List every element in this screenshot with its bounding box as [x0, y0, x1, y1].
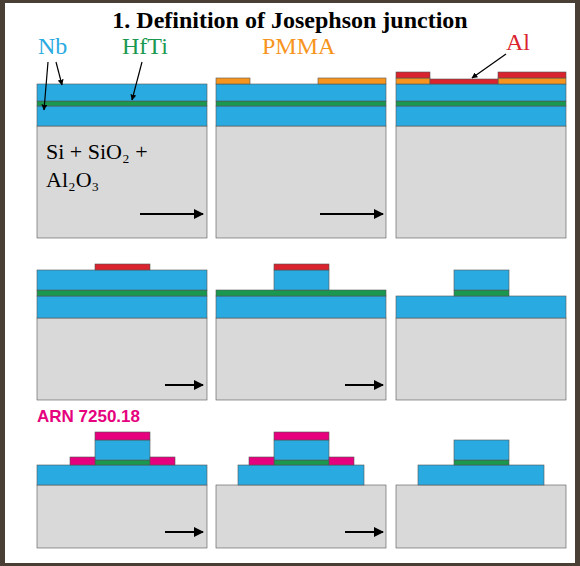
step-5 — [216, 264, 386, 400]
step-8 — [216, 432, 386, 548]
resist-label: ARN 7250.18 — [37, 408, 140, 426]
step-4 — [37, 264, 207, 400]
step-arrows — [140, 214, 383, 532]
step-1 — [37, 84, 207, 238]
step-2 — [216, 78, 386, 238]
background — [5, 3, 575, 563]
layer-stacks — [37, 72, 566, 548]
figure-title: 1. Definition of Josephson junction — [5, 8, 575, 33]
substrate-label: Si + SiO₂ + Al₂O₃ — [46, 138, 186, 193]
material-label: PMMA — [262, 34, 335, 59]
material-label: Al — [506, 30, 530, 55]
step-7 — [37, 432, 207, 548]
step-9 — [396, 440, 566, 548]
step-3 — [396, 72, 566, 238]
step-6 — [396, 270, 566, 400]
material-label: HfTi — [122, 34, 168, 59]
leader-lines — [44, 54, 506, 110]
material-label: Nb — [38, 34, 67, 59]
